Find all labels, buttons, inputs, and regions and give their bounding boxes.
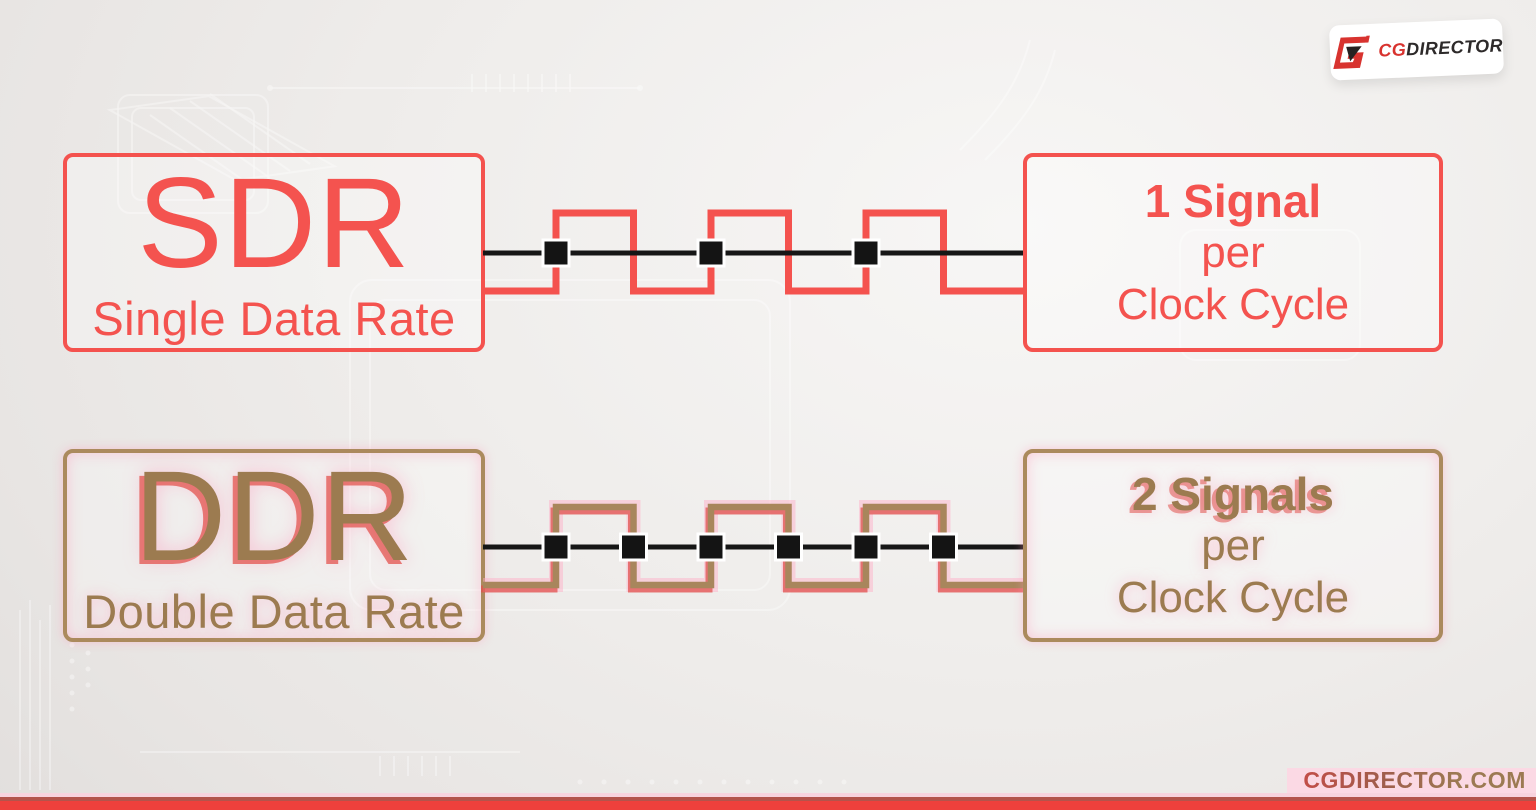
ddr-signal-count: 2 Signals	[1132, 467, 1334, 520]
website-watermark-text: CGDIRECTOR.COM	[1303, 767, 1526, 793]
footer-accent-bars	[0, 793, 1536, 810]
ddr-abbreviation: DDR	[133, 444, 415, 588]
sdr-signal-box: 1 Signal per Clock Cycle	[1023, 153, 1443, 352]
ddr-clock-waveform	[481, 500, 1025, 593]
sdr-data-sample-marker	[851, 238, 881, 268]
ddr-signal-box: 2 Signals per Clock Cycle	[1023, 449, 1443, 642]
footer-bar-pink	[0, 793, 1536, 797]
sdr-full-name: Single Data Rate	[92, 292, 456, 346]
footer-bar-red	[0, 801, 1536, 810]
ddr-data-sample-marker	[851, 532, 881, 562]
ddr-data-sample-marker	[541, 532, 571, 562]
sdr-abbreviation: SDR	[137, 151, 411, 295]
ddr-label-box: DDR Double Data Rate	[63, 449, 485, 642]
ddr-data-sample-marker	[619, 532, 648, 562]
sdr-data-sample-marker	[696, 238, 726, 268]
ddr-signal-clock-cycle: Clock Cycle	[1116, 572, 1350, 622]
sdr-signal-count: 1 Signal	[1144, 174, 1322, 227]
website-watermark: CGDIRECTOR.COM	[1287, 768, 1536, 793]
sdr-label-box: SDR Single Data Rate	[63, 153, 485, 352]
logo-cg-label: CG	[1377, 39, 1407, 61]
brand-logo-text: CGDIRECTOR	[1378, 35, 1503, 61]
ddr-data-sample-marker	[696, 532, 726, 562]
sdr-data-sample-marker	[541, 238, 571, 268]
sdr-clock-waveform	[483, 209, 1025, 295]
logo-director-label: DIRECTOR	[1405, 35, 1504, 60]
brand-logo-badge: CGDIRECTOR	[1328, 18, 1505, 81]
footer-bar-brick	[0, 797, 1536, 801]
cgdirector-logo-icon	[1333, 35, 1370, 69]
ddr-signal-per: per	[1201, 520, 1265, 570]
ddr-data-sample-marker	[929, 532, 958, 562]
ddr-full-name: Double Data Rate	[83, 585, 465, 639]
sdr-signal-per: per	[1201, 227, 1265, 277]
sdr-signal-clock-cycle: Clock Cycle	[1116, 279, 1350, 329]
ddr-data-sample-marker	[774, 532, 803, 562]
